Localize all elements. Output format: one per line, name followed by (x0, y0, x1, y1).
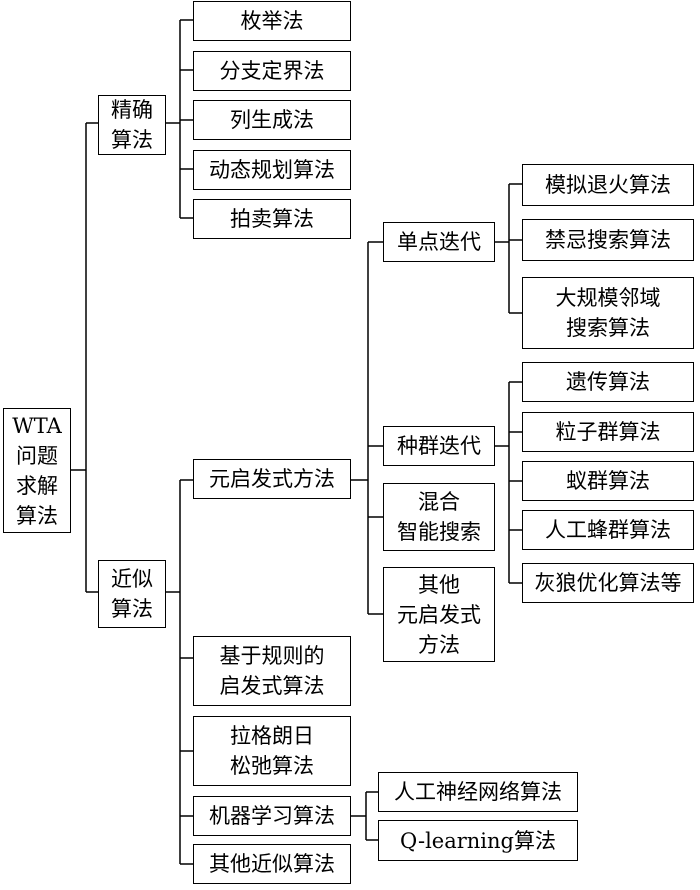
other-metaheuristic-node: 其他 元启发式 方法 (383, 567, 495, 662)
ml-item-q-learning: Q-learning算法 (378, 820, 578, 861)
population-node: 种群迭代 (383, 426, 495, 466)
machine-learning-node: 机器学习算法 (193, 796, 351, 836)
population-item-bee-colony: 人工蜂群算法 (522, 510, 694, 550)
rule-based-heuristic-node: 基于规则的 启发式算法 (193, 636, 351, 706)
population-item-pso: 粒子群算法 (522, 412, 694, 452)
population-item-genetic: 遗传算法 (522, 362, 694, 402)
exact-item-auction: 拍卖算法 (193, 199, 351, 239)
population-item-ant-colony: 蚁群算法 (522, 461, 694, 501)
root-node: WTA 问题 求解 算法 (3, 408, 71, 533)
exact-item-branch-and-bound: 分支定界法 (193, 51, 351, 91)
single-point-item-tabu-search: 禁忌搜索算法 (522, 219, 694, 261)
hybrid-search-node: 混合 智能搜索 (383, 483, 495, 551)
population-item-grey-wolf: 灰狼优化算法等 (522, 563, 694, 603)
single-point-item-large-neighborhood: 大规模邻域 搜索算法 (522, 277, 694, 349)
exact-algorithms-node: 精确 算法 (98, 95, 166, 155)
ml-item-neural-network: 人工神经网络算法 (378, 772, 578, 812)
single-point-item-simulated-annealing: 模拟退火算法 (522, 164, 694, 206)
exact-item-enumeration: 枚举法 (193, 1, 351, 41)
approx-algorithms-node: 近似 算法 (98, 560, 166, 628)
metaheuristic-node: 元启发式方法 (193, 459, 351, 499)
lagrangian-relaxation-node: 拉格朗日 松弛算法 (193, 716, 351, 786)
exact-item-column-generation: 列生成法 (193, 100, 351, 140)
other-approx-node: 其他近似算法 (193, 844, 351, 884)
exact-item-dynamic-programming: 动态规划算法 (193, 150, 351, 190)
single-point-node: 单点迭代 (383, 222, 495, 262)
